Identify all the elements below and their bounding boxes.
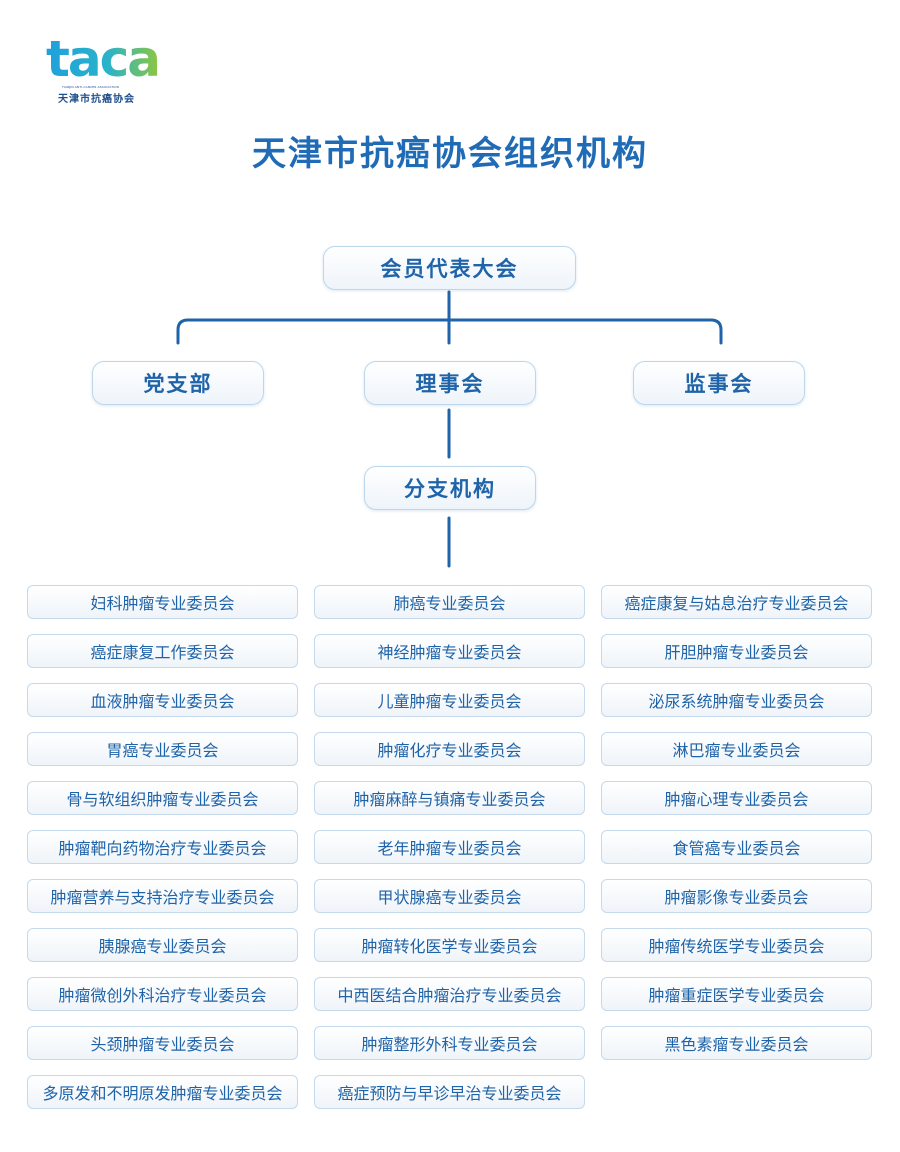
node-council: 理事会 <box>364 361 536 405</box>
branch-unit: 肿瘤心理专业委员会 <box>601 781 872 815</box>
branch-unit: 儿童肿瘤专业委员会 <box>314 683 585 717</box>
branch-unit: 肿瘤影像专业委员会 <box>601 879 872 913</box>
node-party-branch: 党支部 <box>92 361 264 405</box>
node-branches: 分支机构 <box>364 466 536 510</box>
taca-logo: taca TIANJIN ANTI-CANCER ASSOCIATION 天津市… <box>46 36 166 108</box>
branch-unit: 妇科肿瘤专业委员会 <box>27 585 298 619</box>
branch-unit: 黑色素瘤专业委员会 <box>601 1026 872 1060</box>
branch-unit: 肝胆肿瘤专业委员会 <box>601 634 872 668</box>
node-congress: 会员代表大会 <box>323 246 576 290</box>
branch-unit: 癌症预防与早诊早治专业委员会 <box>314 1075 585 1109</box>
branch-unit: 肿瘤靶向药物治疗专业委员会 <box>27 830 298 864</box>
branch-unit: 食管癌专业委员会 <box>601 830 872 864</box>
branch-unit: 骨与软组织肿瘤专业委员会 <box>27 781 298 815</box>
branch-unit: 肿瘤化疗专业委员会 <box>314 732 585 766</box>
branch-unit: 肿瘤微创外科治疗专业委员会 <box>27 977 298 1011</box>
branch-unit: 淋巴瘤专业委员会 <box>601 732 872 766</box>
branch-unit: 癌症康复与姑息治疗专业委员会 <box>601 585 872 619</box>
branch-unit: 甲状腺癌专业委员会 <box>314 879 585 913</box>
logo-mark-text: taca <box>46 36 159 84</box>
branch-unit: 胃癌专业委员会 <box>27 732 298 766</box>
branch-unit: 多原发和不明原发肿瘤专业委员会 <box>27 1075 298 1109</box>
node-supervisory-board: 监事会 <box>633 361 805 405</box>
branch-unit: 神经肿瘤专业委员会 <box>314 634 585 668</box>
branch-unit: 中西医结合肿瘤治疗专业委员会 <box>314 977 585 1011</box>
branch-column-1: 妇科肿瘤专业委员会 癌症康复工作委员会 血液肿瘤专业委员会 胃癌专业委员会 骨与… <box>27 585 298 1124</box>
branch-column-2: 肺癌专业委员会 神经肿瘤专业委员会 儿童肿瘤专业委员会 肿瘤化疗专业委员会 肿瘤… <box>314 585 585 1124</box>
branch-unit: 肿瘤营养与支持治疗专业委员会 <box>27 879 298 913</box>
branch-unit: 老年肿瘤专业委员会 <box>314 830 585 864</box>
branch-column-3: 癌症康复与姑息治疗专业委员会 肝胆肿瘤专业委员会 泌尿系统肿瘤专业委员会 淋巴瘤… <box>601 585 872 1075</box>
branch-unit: 头颈肿瘤专业委员会 <box>27 1026 298 1060</box>
page-title: 天津市抗癌协会组织机构 <box>252 134 648 174</box>
branch-unit: 肿瘤整形外科专业委员会 <box>314 1026 585 1060</box>
branch-unit: 肿瘤重症医学专业委员会 <box>601 977 872 1011</box>
branch-unit: 肿瘤麻醉与镇痛专业委员会 <box>314 781 585 815</box>
branch-unit: 胰腺癌专业委员会 <box>27 928 298 962</box>
branch-unit: 泌尿系统肿瘤专业委员会 <box>601 683 872 717</box>
branch-unit: 血液肿瘤专业委员会 <box>27 683 298 717</box>
logo-english-name: TIANJIN ANTI-CANCER ASSOCIATION <box>62 85 119 89</box>
branch-unit: 肿瘤转化医学专业委员会 <box>314 928 585 962</box>
branch-unit: 肺癌专业委员会 <box>314 585 585 619</box>
connector-horizontal-bar <box>176 318 723 345</box>
logo-chinese-name: 天津市抗癌协会 <box>58 94 135 105</box>
branch-unit: 肿瘤传统医学专业委员会 <box>601 928 872 962</box>
taca-logo-mark: taca <box>46 36 161 84</box>
branch-unit: 癌症康复工作委员会 <box>27 634 298 668</box>
